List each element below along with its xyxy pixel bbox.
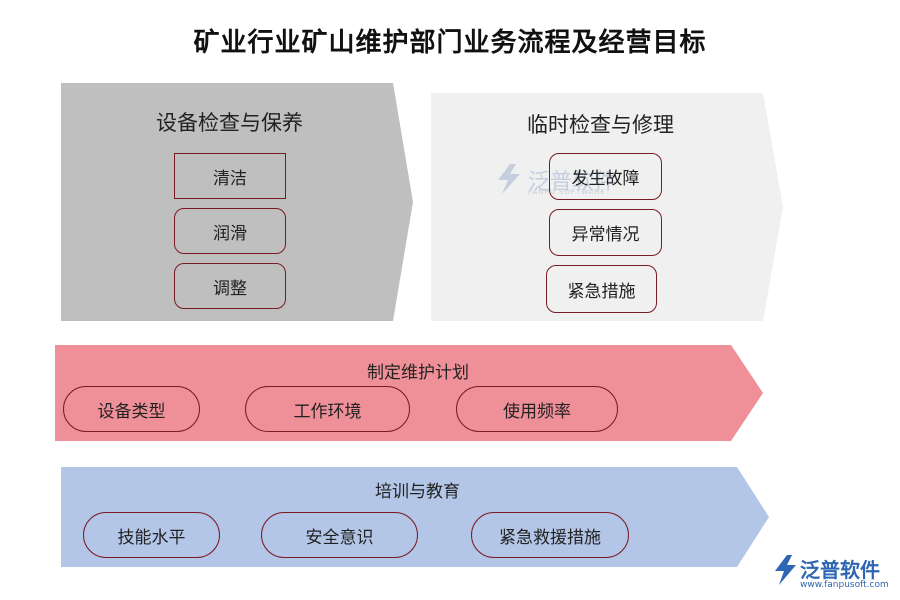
item-skill-level: 技能水平 (83, 512, 220, 558)
item-equipment-type: 设备类型 (63, 386, 200, 432)
watermark-sub: FANPU SOFTWARE (528, 188, 606, 196)
chevron-shape (55, 345, 763, 441)
item-cleaning: 清洁 (174, 153, 286, 199)
item-lubrication: 润滑 (174, 208, 286, 254)
chevron-shape (61, 83, 413, 321)
band-training: 培训与教育 技能水平 安全意识 紧急救援措施 (61, 467, 769, 567)
item-safety-awareness: 安全意识 (261, 512, 418, 558)
chevron-shape (61, 467, 769, 567)
item-emergency: 紧急措施 (546, 265, 657, 313)
watermark: 泛普软件 FANPU SOFTWARE (490, 160, 616, 202)
section-temporary-repair: 临时检查与修理 (431, 93, 783, 321)
band-maintenance-plan: 制定维护计划 设备类型 工作环境 使用频率 (55, 345, 763, 441)
brand-logo: 泛普软件 www.fanpusoft.com (770, 553, 895, 597)
item-adjustment: 调整 (174, 263, 286, 309)
fanpu-logo-icon (498, 164, 520, 194)
item-fault: 发生故障 (549, 153, 662, 200)
item-abnormal: 异常情况 (549, 209, 662, 256)
section-heading: 临时检查与修理 (527, 113, 674, 137)
item-usage-frequency: 使用频率 (456, 386, 618, 432)
page-title: 矿业行业矿山维护部门业务流程及经营目标 (193, 28, 707, 58)
logo-name: 泛普软件 (800, 558, 880, 582)
chevron-shape (431, 93, 783, 321)
item-rescue-measures: 紧急救援措施 (471, 512, 629, 558)
band-heading: 培训与教育 (375, 482, 460, 502)
watermark-name: 泛普软件 (528, 170, 617, 195)
band-heading: 制定维护计划 (367, 363, 469, 383)
fanpu-logo-icon (775, 555, 796, 585)
logo-url: www.fanpusoft.com (800, 580, 889, 590)
item-work-environment: 工作环境 (245, 386, 410, 432)
section-heading: 设备检查与保养 (156, 111, 303, 135)
section-equipment-inspection: 设备检查与保养 清洁 润滑 调整 (61, 83, 413, 321)
